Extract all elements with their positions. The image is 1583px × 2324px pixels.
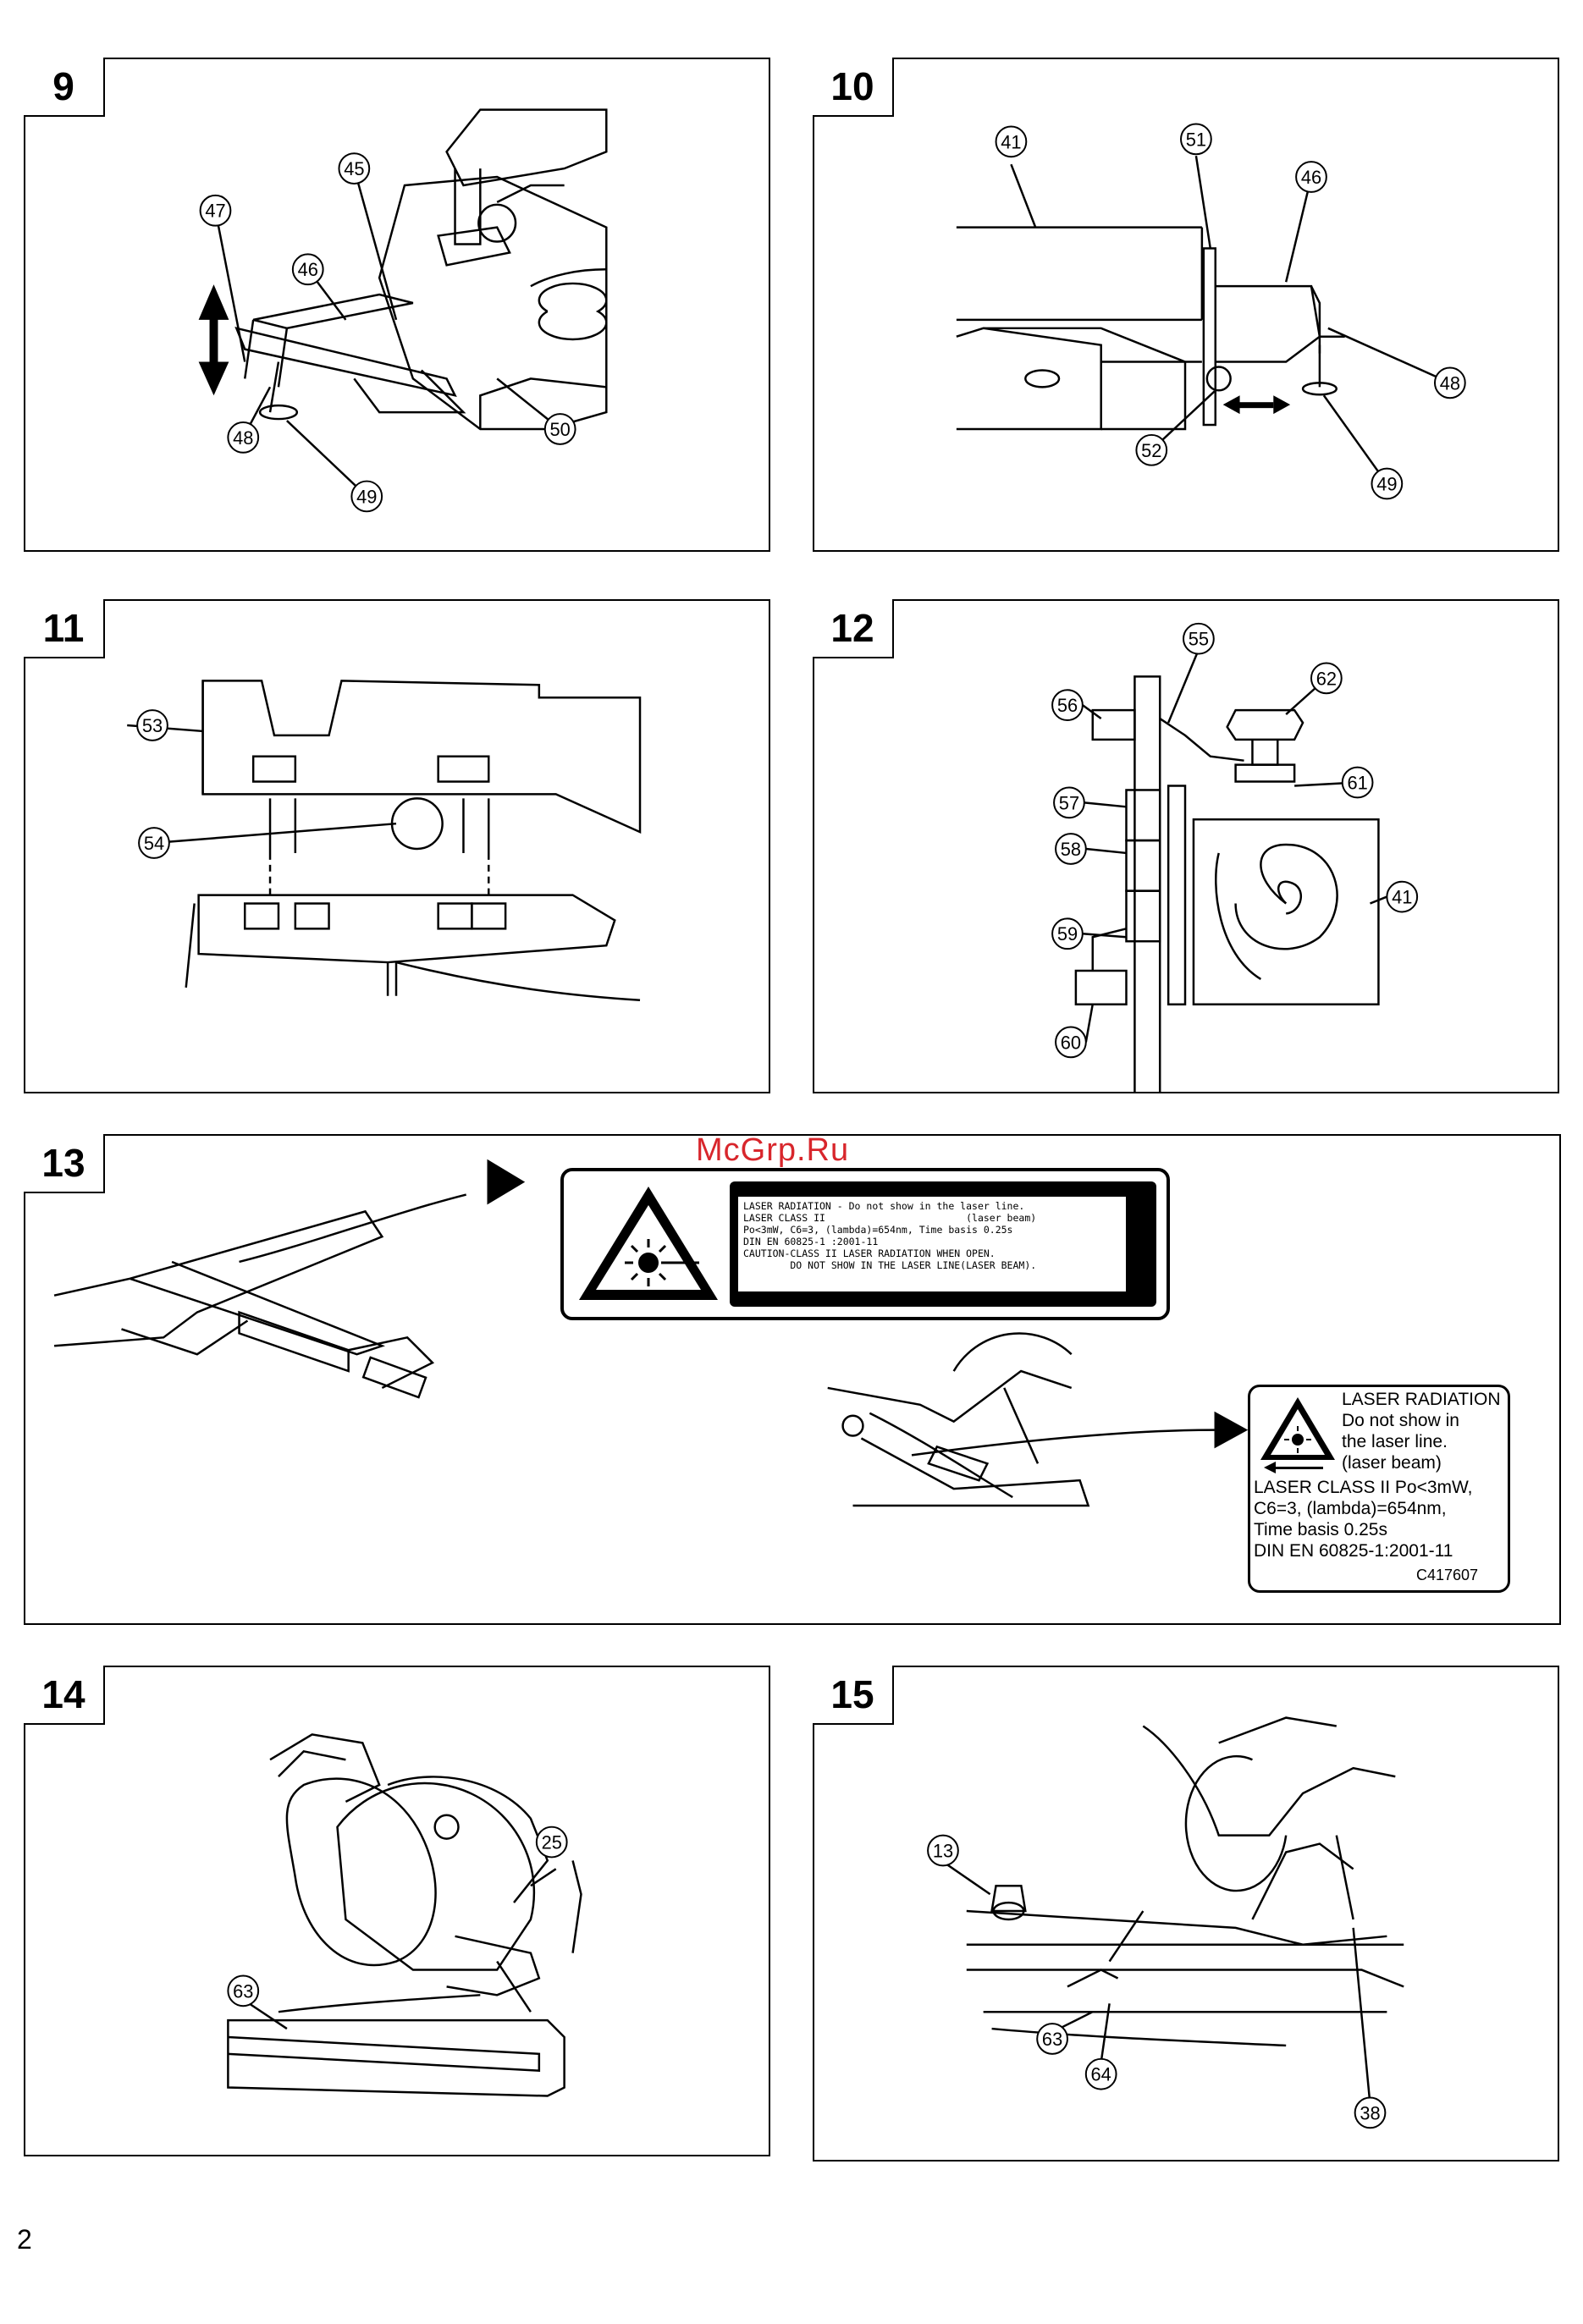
callout-53: 53 bbox=[142, 715, 163, 736]
callout-45: 45 bbox=[344, 158, 364, 179]
callout-58: 58 bbox=[1061, 839, 1081, 860]
figure-number: 15 bbox=[813, 1666, 894, 1725]
callout-49: 49 bbox=[1376, 473, 1397, 494]
figure-panel-10: 10 41 51 46 bbox=[813, 58, 1559, 552]
callout-13: 13 bbox=[933, 1840, 953, 1861]
callout-56: 56 bbox=[1057, 695, 1078, 716]
callout-62: 62 bbox=[1316, 668, 1337, 689]
figure-number: 13 bbox=[24, 1134, 105, 1193]
callout-48: 48 bbox=[233, 427, 253, 449]
double-arrow-vertical-icon bbox=[198, 284, 229, 396]
callout-61: 61 bbox=[1347, 772, 1367, 793]
laser-title: LASER RADIATION bbox=[1342, 1390, 1501, 1409]
callout-63: 63 bbox=[1042, 2029, 1062, 2050]
figure-11-illustration: 53 54 bbox=[127, 680, 642, 1001]
figure-panel-11: 11 53 54 bbox=[24, 599, 770, 1093]
laser-warning-label-large: LASER RADIATION - Do not show in the las… bbox=[560, 1168, 1170, 1320]
callout-46: 46 bbox=[1301, 167, 1321, 188]
figure-14-illustration: 25 63 bbox=[227, 1733, 582, 2097]
callout-52: 52 bbox=[1141, 440, 1161, 461]
arrow-right-icon bbox=[487, 1159, 1249, 1449]
callout-54: 54 bbox=[144, 833, 164, 854]
figure-9-illustration: 45 47 46 48 49 50 bbox=[198, 108, 608, 513]
laser-warning-icon bbox=[579, 1187, 718, 1300]
figure-panel-9: 9 bbox=[24, 58, 770, 552]
laser-label-text: LASER RADIATION - Do not show in the las… bbox=[738, 1197, 1126, 1291]
figure-12-illustration: 55 62 56 61 57 58 41 59 60 bbox=[1051, 622, 1419, 1092]
callout-59: 59 bbox=[1057, 923, 1078, 944]
laser-warning-label-small: LASER RADIATION Do not show in the laser… bbox=[1248, 1385, 1510, 1593]
callout-64: 64 bbox=[1091, 2064, 1111, 2085]
double-arrow-horizontal-icon bbox=[1222, 395, 1291, 415]
callout-38: 38 bbox=[1360, 2102, 1380, 2123]
callout-25: 25 bbox=[542, 1832, 562, 1853]
figure-15-illustration: 13 63 64 38 bbox=[927, 1716, 1404, 2129]
figure-number: 10 bbox=[813, 58, 894, 117]
callout-48: 48 bbox=[1440, 372, 1460, 394]
callout-41: 41 bbox=[1392, 887, 1412, 908]
callout-47: 47 bbox=[205, 201, 225, 222]
figure-number: 12 bbox=[813, 599, 894, 658]
page-number: 2 bbox=[17, 2224, 32, 2255]
label-code: C417607 bbox=[1416, 1567, 1479, 1583]
callout-60: 60 bbox=[1061, 1032, 1081, 1053]
callout-49: 49 bbox=[356, 486, 377, 507]
callout-50: 50 bbox=[550, 419, 571, 440]
figure-panel-15: 15 13 63 64 bbox=[813, 1666, 1559, 2162]
figure-panel-12: 12 55 62 bbox=[813, 599, 1559, 1093]
callout-46: 46 bbox=[298, 259, 318, 280]
laser-warning-icon bbox=[1260, 1397, 1335, 1473]
figure-number: 14 bbox=[24, 1666, 105, 1725]
watermark: McGrp.Ru bbox=[696, 1132, 850, 1168]
callout-63: 63 bbox=[233, 1980, 253, 2002]
callout-57: 57 bbox=[1059, 792, 1079, 813]
callout-51: 51 bbox=[1186, 129, 1206, 150]
figure-number: 11 bbox=[24, 599, 105, 658]
figure-10-illustration: 41 51 46 48 49 52 bbox=[956, 123, 1466, 500]
figure-13-illustration bbox=[53, 1159, 1249, 1507]
callout-55: 55 bbox=[1189, 629, 1209, 650]
figure-number: 9 bbox=[24, 58, 105, 117]
figure-panel-14: 14 25 63 bbox=[24, 1666, 770, 2156]
callout-41: 41 bbox=[1001, 131, 1021, 152]
